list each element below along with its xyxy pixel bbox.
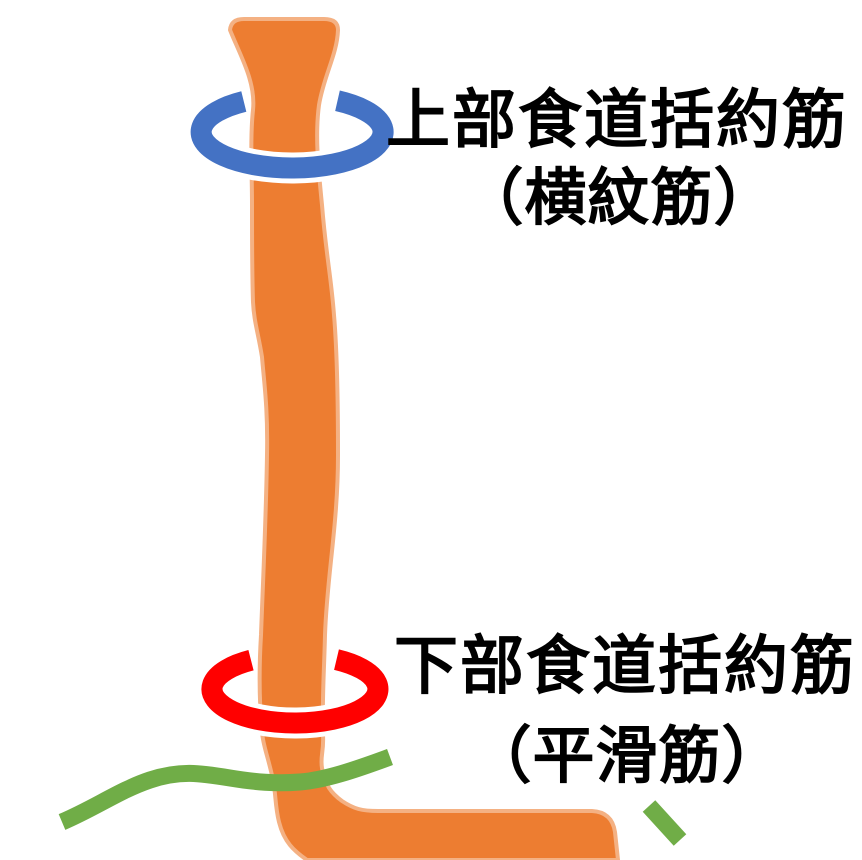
upper-sphincter-sublabel-wrap: （横紋筋） [386, 168, 852, 230]
lower-sphincter-sublabel-wrap: （平滑筋） [394, 726, 860, 788]
upper-sphincter-ring [190, 90, 394, 179]
esophagus-tube [228, 17, 620, 860]
diaphragm-line-segment [642, 800, 687, 846]
lower-sphincter-label: 下部食道括約筋 [394, 630, 856, 702]
lower-sphincter-ring [201, 649, 389, 734]
upper-sphincter-sublabel: （横紋筋） [461, 164, 777, 233]
diaphragm-line [58, 749, 393, 830]
lower-sphincter-sublabel: （平滑筋） [469, 722, 785, 791]
upper-sphincter-label: 上部食道括約筋 [386, 84, 848, 156]
